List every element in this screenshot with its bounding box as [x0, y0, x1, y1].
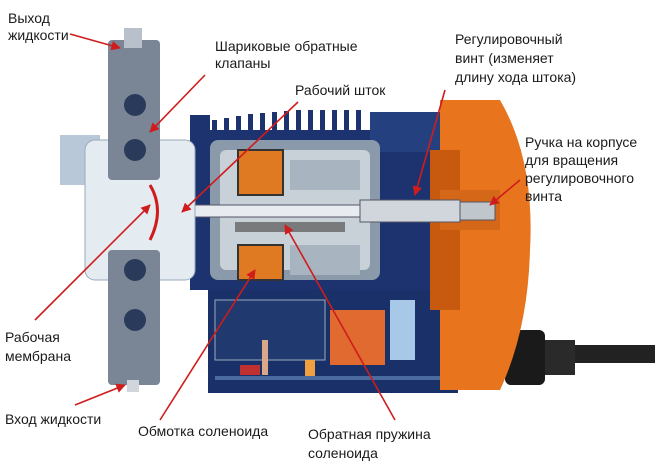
label-line: соленоида [308, 445, 378, 461]
label-knob: Ручка на корпусе для вращения регулирово… [525, 133, 637, 205]
label-outlet: Выход жидкости [8, 10, 69, 44]
label-line: Обратная пружина [308, 426, 431, 442]
label-diaphragm: Рабочая мембрана [5, 328, 71, 366]
arrow-plunger [181, 101, 299, 213]
arrow-coil [159, 269, 256, 421]
label-adjust-screw: Регулировочный винт (изменяет длину хода… [455, 30, 576, 87]
label-coil: Обмотка соленоида [138, 423, 269, 439]
label-check-valves: Шариковые обратные клапаны [215, 38, 358, 72]
label-line: для вращения [525, 152, 619, 168]
label-line: клапаны [215, 55, 271, 71]
orange-cover [430, 100, 531, 390]
label-line: винт (изменяет [455, 50, 554, 66]
arrow-adjust-screw [412, 89, 446, 196]
label-line: винта [525, 188, 563, 204]
label-inlet: Вход жидкости [5, 411, 102, 427]
label-line: мембрана [5, 348, 71, 364]
label-line: жидкости [8, 27, 69, 43]
arrow-spring [284, 224, 396, 421]
label-line: длину хода штока) [455, 69, 577, 85]
label-line: Регулировочный [455, 31, 563, 47]
label-line: Ручка на корпусе [525, 134, 638, 150]
label-spring: Обратная пружина соленоида [308, 425, 431, 463]
check-valves [108, 28, 160, 392]
label-line: Выход [8, 10, 50, 26]
arrow-check-valves [149, 74, 206, 133]
arrow-outlet [69, 33, 121, 51]
label-line: Шариковые обратные [215, 38, 358, 54]
arrow-knob [489, 179, 521, 206]
arrow-diaphragm [34, 204, 151, 321]
label-plunger: Рабочий шток [295, 82, 386, 98]
arrow-inlet [74, 383, 126, 406]
label-line: регулировочного [525, 170, 635, 186]
label-line: Рабочая [5, 329, 60, 345]
